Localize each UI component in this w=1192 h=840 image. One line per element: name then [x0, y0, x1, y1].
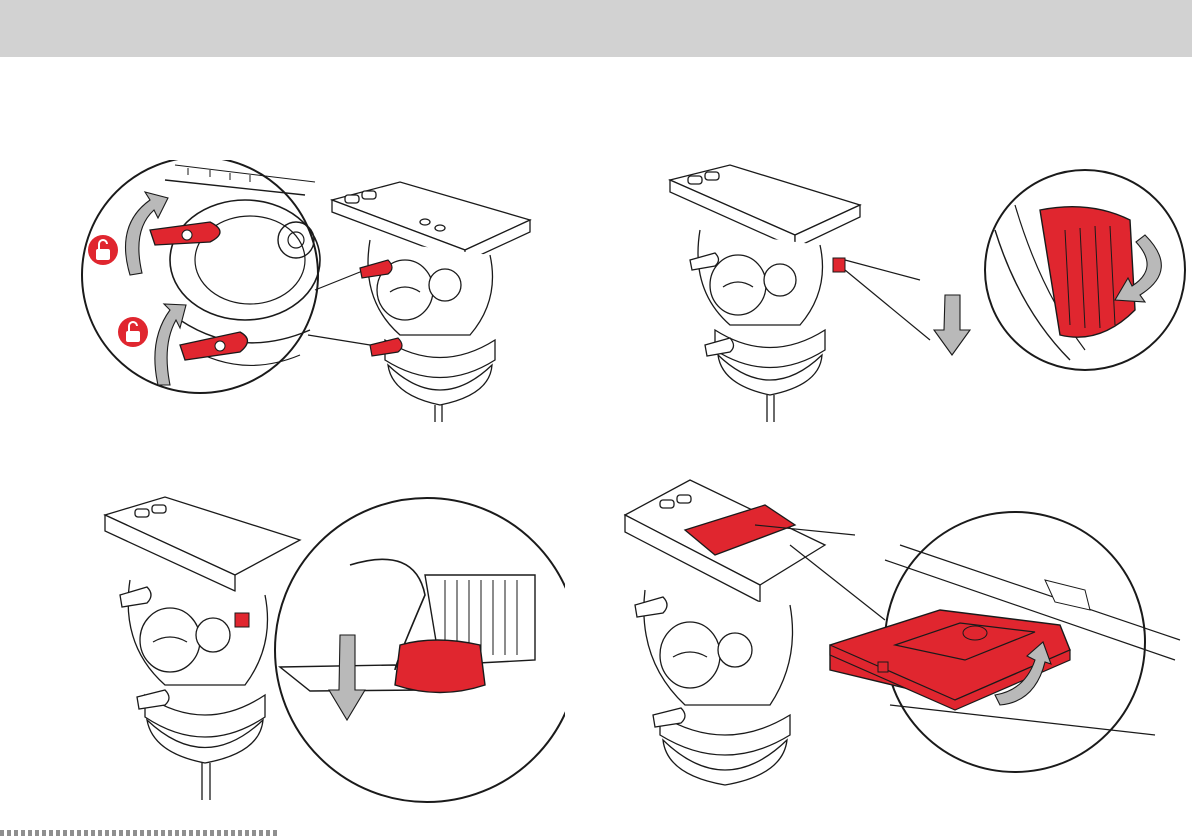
- release-button-small: [235, 613, 249, 627]
- step-2-illustration: [630, 160, 1190, 430]
- release-button: [395, 640, 485, 693]
- fluid-head-drawing: [105, 497, 300, 800]
- plate-release-knob-small: [833, 258, 845, 272]
- down-arrow-icon: [934, 295, 970, 355]
- page-header-bar: [0, 0, 1192, 57]
- bottom-edge-marks: [0, 830, 280, 836]
- step-4-illustration: [615, 470, 1192, 810]
- step-1-illustration: [70, 160, 550, 430]
- step-3-illustration: [95, 495, 565, 810]
- fluid-head-drawing: [670, 165, 860, 422]
- fluid-head-drawing: [332, 182, 530, 422]
